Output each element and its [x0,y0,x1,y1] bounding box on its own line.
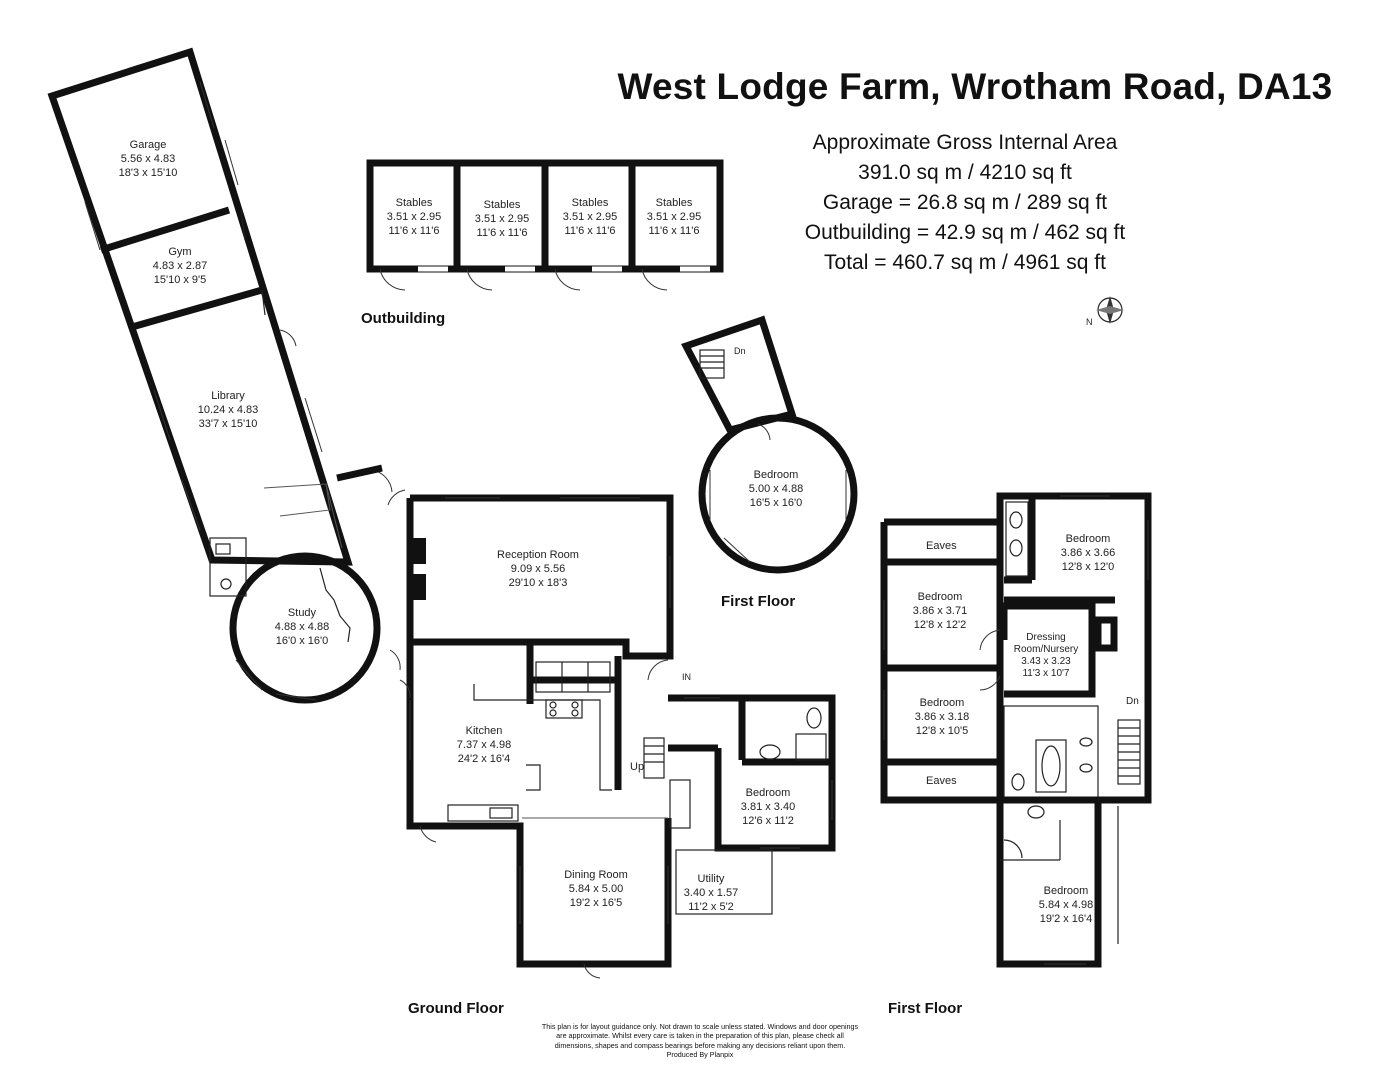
disclaimer-line: dimensions, shapes and compass bearings … [554,1040,846,1050]
compass-north-label: N [1086,317,1093,327]
area-summary: Approximate Gross Internal Area 391.0 sq… [760,128,1170,278]
tower-stairs-down-label: Dn [734,346,746,356]
area-outbuilding: Outbuilding = 42.9 sq m / 462 sq ft [804,221,1126,244]
property-title: West Lodge Farm, Wrotham Road, DA13 [617,66,1333,107]
tower-first-floor [681,315,858,574]
first-floor-label: First Floor [888,1000,963,1017]
first-floor-house [880,492,1152,968]
entrance-label: IN [682,672,691,682]
disclaimer-line: This plan is for layout guidance only. N… [541,1022,859,1031]
area-main: 391.0 sq m / 4210 sq ft [858,161,1072,184]
outbuilding-wing [47,47,406,704]
area-heading: Approximate Gross Internal Area [812,131,1118,154]
eaves-top-label: Eaves [926,540,957,552]
eaves-bottom-label: Eaves [926,775,957,787]
ground-floor-house [399,494,836,979]
stairs-up-label: Up [630,761,644,773]
stables-block [366,159,724,291]
producer-credit: Produced By Planpix [666,1050,734,1060]
disclaimer-line: are approximate. Whilst every care is ta… [556,1031,844,1041]
disclaimer: This plan is for layout guidance only. N… [500,1022,900,1060]
stairs-down-label: Dn [1126,696,1139,707]
compass-icon [1096,296,1124,324]
area-total: Total = 460.7 sq m / 4961 sq ft [824,251,1106,274]
ground-floor-label: Ground Floor [408,1000,504,1017]
outbuilding-floor-label: Outbuilding [361,310,446,327]
area-garage: Garage = 26.8 sq m / 289 sq ft [822,191,1108,214]
first-floor-tower-label: First Floor [721,593,796,610]
